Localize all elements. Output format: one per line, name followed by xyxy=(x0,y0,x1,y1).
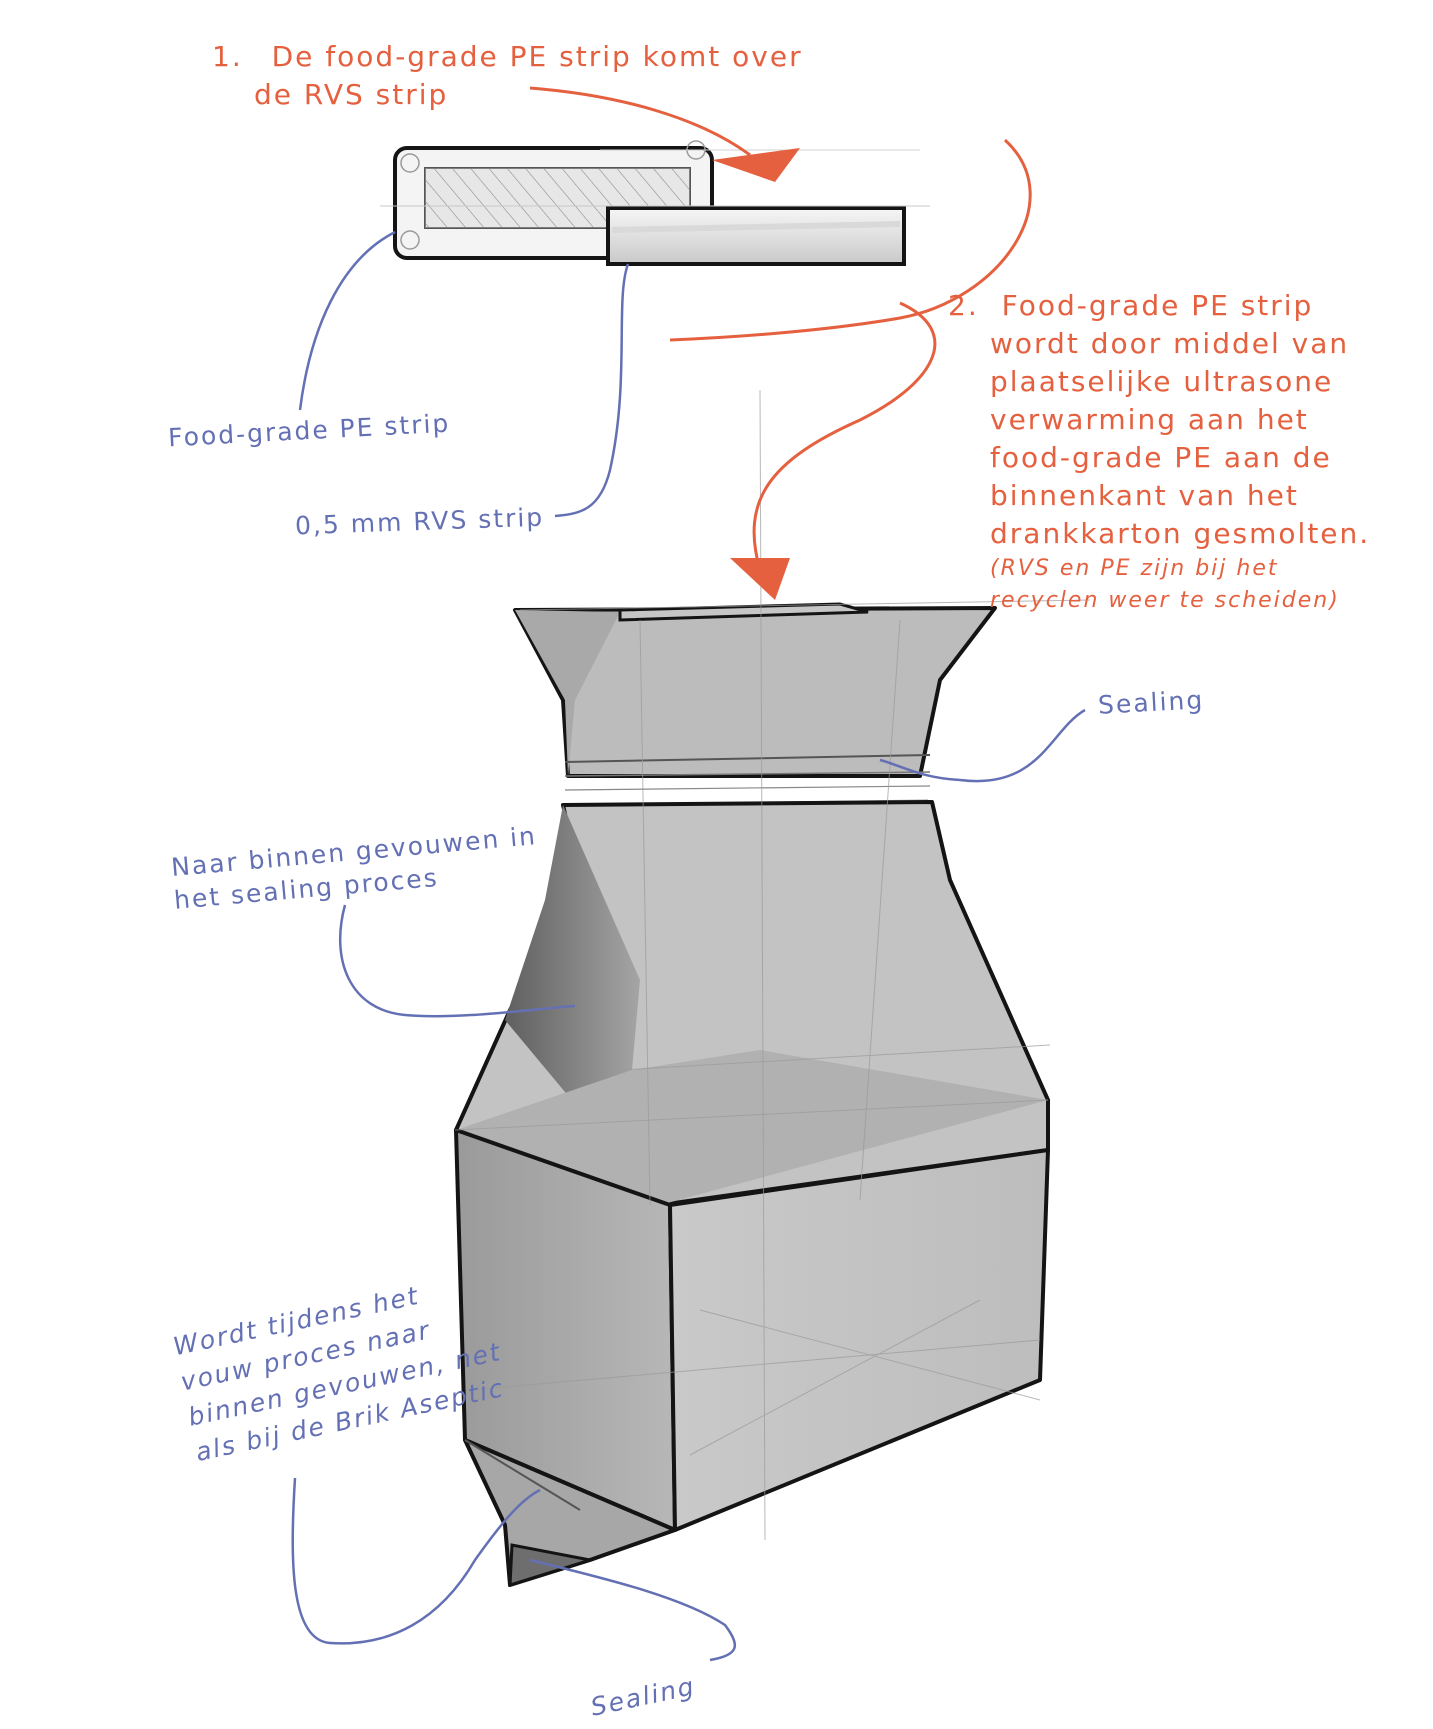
step1-line-1: De food-grade PE strip komt over xyxy=(271,40,803,73)
rvs-strip xyxy=(606,206,906,266)
step2-line-2: wordt door middel van xyxy=(990,327,1350,360)
step2-note-2: recyclen weer te scheiden) xyxy=(990,588,1340,613)
rvs-strip-leader xyxy=(554,263,630,518)
step2-line-4: verwarming aan het xyxy=(990,403,1309,436)
step2-line-6: binnenkant van het xyxy=(990,479,1299,512)
step2-line-7: drankkarton gesmolten. xyxy=(990,517,1371,550)
step1-number: 1. xyxy=(212,40,243,73)
strip-detail xyxy=(380,140,930,266)
carton-neck xyxy=(513,606,997,778)
step2-note-1: (RVS en PE zijn bij het xyxy=(990,556,1279,581)
sealing-top-label: Sealing xyxy=(1097,685,1205,720)
fold-process-leader xyxy=(291,1477,541,1645)
inner-fold xyxy=(505,805,640,1110)
leader-lines xyxy=(291,230,1086,1662)
step2-line-1: Food-grade PE strip xyxy=(1001,289,1314,322)
carton-right-face xyxy=(668,1148,1050,1532)
step2-line-5: food-grade PE aan de xyxy=(990,441,1332,474)
step1-arrow xyxy=(529,86,800,182)
sealing-bottom-leader xyxy=(529,1558,737,1662)
step2-number: 2. xyxy=(948,289,979,322)
sealing-top-leader xyxy=(879,708,1086,783)
step2-line-3: plaatselijke ultrasone xyxy=(990,365,1334,398)
step2-arrow xyxy=(669,138,1032,600)
step1-label: 1. De food-grade PE strip komt over de R… xyxy=(212,38,803,114)
pe-strip-leader xyxy=(298,230,396,411)
step1-line-2: de RVS strip xyxy=(254,78,449,111)
folded-in-leader xyxy=(338,904,576,1018)
step2-label: 2. Food-grade PE strip wordt door middel… xyxy=(948,287,1370,617)
carton xyxy=(454,389,1091,1588)
